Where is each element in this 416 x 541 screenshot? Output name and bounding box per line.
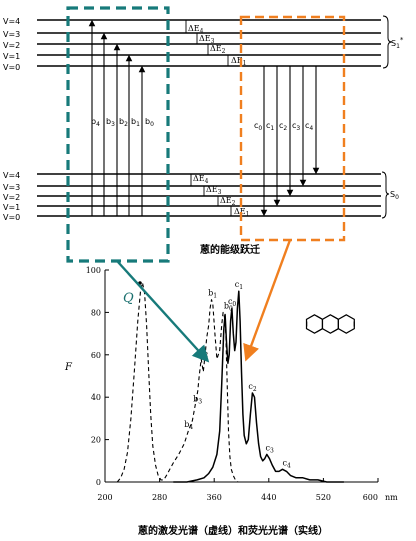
level-label-s1-v2: V=2 bbox=[3, 41, 20, 50]
spectrum-chart: F Q nm 蒽的激发光谱（虚线）和荧光光谱（实线） 0 20 40 60 80 100 2… bbox=[64, 239, 398, 537]
x-tick-label: 520 bbox=[316, 493, 331, 502]
delta-e-upper-4: ΔE4 bbox=[188, 24, 204, 35]
level-label-s0-v3: V=3 bbox=[3, 183, 20, 192]
anthracene-double-bond-3 bbox=[316, 328, 323, 333]
delta-e-upper-3: ΔE3 bbox=[199, 34, 215, 45]
excitation-pointer-arrow bbox=[117, 261, 210, 363]
fluorescence-spectrum-line bbox=[173, 290, 344, 483]
ground-state-label: S0 bbox=[390, 190, 399, 201]
level-label-s1-v3: V=3 bbox=[3, 30, 20, 39]
anthracene-double-bond-2 bbox=[316, 315, 323, 320]
level-label-s0-v1: V=1 bbox=[3, 203, 20, 212]
absorption-label-b1: b1 bbox=[131, 117, 140, 128]
x-tick-label: 280 bbox=[152, 493, 167, 502]
level-label-s0-v2: V=2 bbox=[3, 193, 20, 202]
x-tick-label: 200 bbox=[97, 493, 112, 502]
peak-label-c4: c4 bbox=[283, 458, 291, 469]
delta-e-lower-4: ΔE4 bbox=[193, 174, 209, 185]
y-tick-label: 80 bbox=[91, 308, 101, 317]
fluorescence-transitions-box bbox=[239, 15, 346, 242]
anthracene-double-bond-5 bbox=[332, 328, 339, 333]
fluorescence-pointer-arrow bbox=[243, 239, 292, 362]
ground-state-brace bbox=[381, 171, 390, 219]
anthracene-ring-3 bbox=[337, 314, 355, 334]
delta-e-upper-1: ΔE1 bbox=[231, 56, 246, 67]
level-label-s1-v0: V=0 bbox=[3, 63, 20, 72]
y-tick-label: 0 bbox=[96, 478, 101, 487]
excitation-spectrum-line bbox=[116, 282, 239, 483]
peak-label-b0: b0 bbox=[224, 301, 233, 312]
peak-label-b4: b4 bbox=[184, 420, 193, 431]
delta-e-lower-2: ΔE2 bbox=[220, 196, 236, 207]
y-tick-label: 40 bbox=[91, 393, 101, 402]
emission-label-c0: c0 bbox=[254, 121, 262, 132]
peak-label-c1: c1 bbox=[235, 280, 243, 291]
level-label-s1-v1: V=1 bbox=[3, 52, 20, 61]
delta-e-upper-2: ΔE2 bbox=[210, 44, 226, 55]
absorption-label-b2: b2 bbox=[119, 117, 128, 128]
emission-label-c1: c1 bbox=[266, 121, 274, 132]
absorption-label-b3: b3 bbox=[106, 117, 115, 128]
peak-label-c0: c0 bbox=[228, 297, 236, 308]
anthracene-structure bbox=[305, 314, 355, 334]
peak-label-c3: c3 bbox=[265, 443, 273, 454]
peak-label-b3: b3 bbox=[193, 395, 202, 406]
delta-e-lower-1: ΔE1 bbox=[234, 207, 249, 218]
emission-label-c3: c3 bbox=[292, 121, 300, 132]
y-tick-label: 100 bbox=[86, 266, 101, 275]
excitation-marker-label: Q bbox=[123, 291, 134, 306]
peak-label-b1: b1 bbox=[208, 289, 217, 300]
level-label-s0-v0: V=0 bbox=[3, 213, 20, 222]
x-tick-label: 440 bbox=[261, 493, 276, 502]
x-tick-label: 360 bbox=[207, 493, 222, 502]
y-tick-label: 60 bbox=[91, 351, 101, 360]
absorption-label-b4: b4 bbox=[91, 117, 100, 128]
y-tick-label: 20 bbox=[91, 436, 101, 445]
level-label-s0-v4: V=4 bbox=[3, 171, 20, 180]
x-tick-label: 600 bbox=[363, 493, 378, 502]
energy-level-diagram: V=4 V=3 V=2 V=1 V=0 V=4 V=3 V=2 V=1 V=0 … bbox=[3, 6, 404, 263]
emission-label-c4: c4 bbox=[305, 121, 313, 132]
absorption-label-b0: b0 bbox=[145, 117, 154, 128]
energy-diagram-caption: 蒽的能级跃迁 bbox=[200, 243, 260, 256]
delta-e-lower-3: ΔE3 bbox=[206, 185, 222, 196]
excited-state-label: S1* bbox=[391, 36, 404, 50]
x-axis-unit: nm bbox=[385, 493, 398, 502]
anthracene-double-bond-4 bbox=[332, 315, 339, 320]
excitation-transitions-box bbox=[66, 6, 170, 263]
y-axis-label: F bbox=[64, 362, 73, 373]
emission-label-c2: c2 bbox=[279, 121, 287, 132]
spectrum-caption: 蒽的激发光谱（虚线）和荧光光谱（实线） bbox=[138, 524, 328, 537]
level-label-s1-v4: V=4 bbox=[3, 17, 20, 26]
excited-state-brace bbox=[382, 15, 393, 69]
peak-label-c2: c2 bbox=[248, 382, 256, 393]
